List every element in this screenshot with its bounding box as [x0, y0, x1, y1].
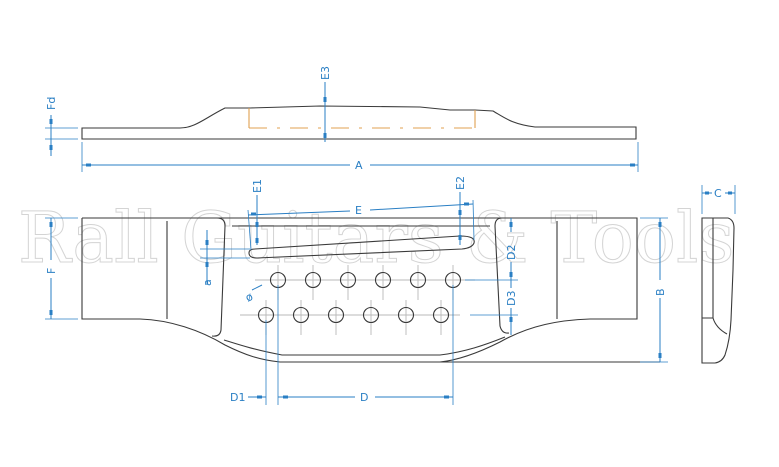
dimension-F: F: [45, 217, 78, 320]
pin-hole: [304, 271, 322, 289]
label-D1: D1: [230, 391, 245, 404]
label-D: D: [360, 391, 368, 404]
dimension-E3: E3: [319, 66, 332, 142]
label-D2: D2: [505, 245, 518, 260]
dimension-D3: D3: [470, 280, 518, 335]
pin-hole: [374, 271, 392, 289]
dimension-C: C: [701, 185, 736, 214]
dimension-E2: E2: [454, 176, 467, 245]
top-view: F a ø E1: [45, 176, 668, 405]
dimension-A: A: [81, 142, 639, 172]
right-wing-outline: [494, 217, 510, 334]
label-C: C: [714, 187, 722, 200]
dimension-D2: D2: [465, 218, 518, 281]
pin-hole: [397, 306, 415, 324]
dimension-E1: E1: [247, 179, 264, 251]
watermark-text: Rall Guitars & Tools: [18, 197, 734, 279]
dimension-D: D: [278, 285, 454, 405]
dimension-D1: D1: [230, 285, 279, 405]
end-view: C: [701, 185, 736, 364]
label-A: A: [355, 159, 363, 172]
label-B: B: [654, 288, 667, 296]
label-D3: D3: [505, 291, 518, 306]
dimension-E: E: [247, 199, 475, 241]
end-view-outline: [701, 217, 735, 364]
label-Fd: Fd: [45, 97, 58, 110]
pin-hole: [362, 306, 380, 324]
dimension-phi: ø: [243, 284, 263, 305]
pin-hole: [292, 306, 310, 324]
body-inner-curve: [223, 336, 506, 356]
label-E1: E1: [251, 179, 264, 193]
dimension-a: a: [200, 230, 250, 286]
side-view-outline: [81, 105, 637, 140]
dimension-B: B: [640, 217, 668, 363]
label-phi: ø: [243, 290, 256, 305]
label-F: F: [45, 268, 58, 274]
label-a: a: [201, 279, 214, 286]
label-E3: E3: [319, 66, 332, 80]
label-E2: E2: [454, 176, 467, 190]
label-E: E: [355, 204, 362, 217]
pin-hole: [327, 306, 345, 324]
dimension-Fd: Fd: [45, 97, 78, 156]
saddle-slot: [248, 235, 475, 259]
pin-hole: [339, 271, 357, 289]
pin-hole: [409, 271, 427, 289]
end-view-inner-curve: [702, 317, 728, 335]
side-view: Fd E3 A: [45, 66, 639, 172]
pin-hole: [432, 306, 450, 324]
